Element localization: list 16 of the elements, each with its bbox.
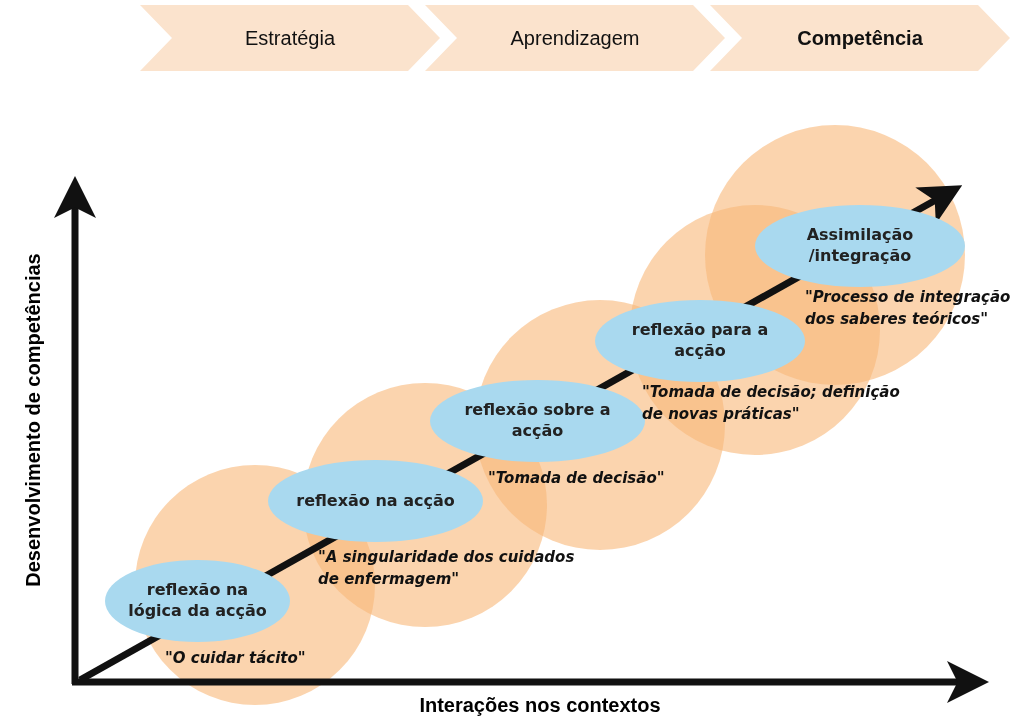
step-label: Aprendizagem	[510, 26, 640, 50]
quote-text: "Processo de integração dos saberes teóricos"	[805, 287, 1012, 330]
stage-label: reflexão sobre a acção	[463, 400, 612, 442]
axis-label: Interações nos contextos	[419, 694, 661, 717]
stage-label: reflexão na acção	[296, 490, 455, 512]
quote-text: "A singularidade dos cuidados de enfermagem"	[318, 547, 576, 590]
stage-label: Assimilação /integração	[805, 225, 915, 267]
step-label: Estratégia	[244, 26, 336, 50]
quote-text: "O cuidar tácito"	[165, 648, 307, 669]
step-label: Competência	[797, 26, 923, 50]
stage-label: reflexão na lógica da acção	[127, 580, 268, 622]
axis-label: Desenvolvimento de competências	[21, 253, 45, 587]
quote-text: "Tomada de decisão; definição de novas práticas"	[642, 382, 901, 425]
stage-label: reflexão para a acção	[630, 320, 770, 362]
quote-text: "Tomada de decisão"	[488, 468, 666, 489]
stage-ellipse	[755, 205, 965, 287]
